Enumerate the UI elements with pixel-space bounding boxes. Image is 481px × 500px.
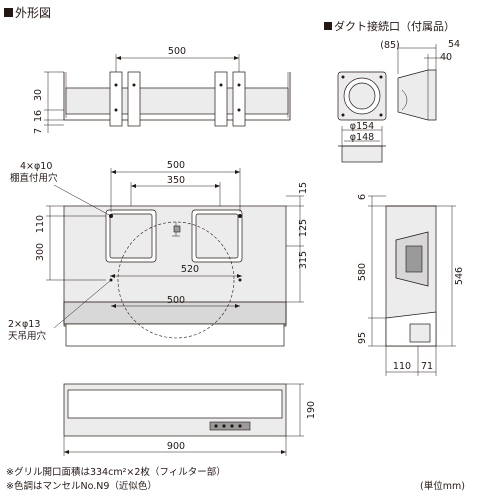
top-dim-7: 7 xyxy=(33,128,44,134)
duct-dim-d154: φ154 xyxy=(350,121,374,132)
top-view-outline xyxy=(63,72,291,121)
side-dim-71: 71 xyxy=(421,361,433,372)
front-dim-520: 520 xyxy=(181,264,199,275)
top-dim-30: 30 xyxy=(33,89,44,101)
front-view-front-lip xyxy=(65,323,285,347)
main-title: 外形図 xyxy=(15,6,51,20)
front-dim-15: 15 xyxy=(298,182,309,194)
duct-side-profile xyxy=(397,69,437,121)
top-bracket-left-outer xyxy=(109,71,123,127)
top-dim-500: 500 xyxy=(168,46,186,57)
bottom-dim-900: 900 xyxy=(167,441,185,452)
top-view: 500 30 16 7 xyxy=(33,46,291,134)
bottom-view-front-panel xyxy=(67,389,283,419)
front-dim-500b: 500 xyxy=(167,295,185,306)
duct-inner-circle xyxy=(348,82,376,110)
side-view: 6 580 95 546 110 71 xyxy=(357,194,465,376)
duct-dim-54: 54 xyxy=(448,39,460,50)
duct-sleeve xyxy=(341,145,383,163)
front-view: 500 350 110 300 15 125 315 520 500 4×φ10… xyxy=(8,160,309,347)
top-bracket-right-inner xyxy=(214,71,228,127)
side-dim-580: 580 xyxy=(357,263,368,281)
bottom-view: 190 900 xyxy=(63,383,317,456)
bottom-dim-190: 190 xyxy=(306,401,317,419)
duct-connector-view: (85) 54 40 φ154 φ148 xyxy=(337,39,460,163)
hole-top-label: 4×φ10 xyxy=(20,161,52,172)
control-panel xyxy=(209,421,251,431)
control-button xyxy=(214,424,218,428)
hole-bottom-label: 2×φ13 xyxy=(8,319,40,330)
duct-dim-85: (85) xyxy=(380,40,400,51)
duct-title: ダクト接続口（付属品） xyxy=(334,19,455,33)
duct-dim-d148: φ148 xyxy=(350,132,374,143)
side-view-motor xyxy=(405,245,423,273)
front-dim-315: 315 xyxy=(298,251,309,269)
duct-dim-40: 40 xyxy=(440,52,452,63)
front-dim-500: 500 xyxy=(167,160,185,171)
front-dim-125: 125 xyxy=(298,219,309,237)
front-dim-300: 300 xyxy=(35,243,46,261)
side-dim-546: 546 xyxy=(454,267,465,285)
note-color: ※色調はマンセルNo.N9（近似色） xyxy=(6,480,157,492)
duct-title-marker-square xyxy=(324,22,332,30)
side-dim-6: 6 xyxy=(357,194,368,200)
top-dim-16: 16 xyxy=(33,110,44,122)
top-bracket-left-inner xyxy=(127,71,141,127)
top-bracket-right-outer xyxy=(232,71,246,127)
front-dim-110: 110 xyxy=(35,215,46,233)
hole-top-usage: 棚直付用穴 xyxy=(10,172,58,184)
title-marker-square xyxy=(4,8,13,17)
front-dim-350: 350 xyxy=(167,175,185,186)
hole-bottom-usage: 天吊用穴 xyxy=(8,330,47,342)
side-dim-110: 110 xyxy=(393,361,411,372)
top-view-body xyxy=(65,87,289,115)
note-grille-area: ※グリル開口面積は334cm²×2枚（フィルター部） xyxy=(6,466,226,478)
unit-label: (単位mm) xyxy=(420,480,465,492)
side-dim-95: 95 xyxy=(357,332,368,344)
